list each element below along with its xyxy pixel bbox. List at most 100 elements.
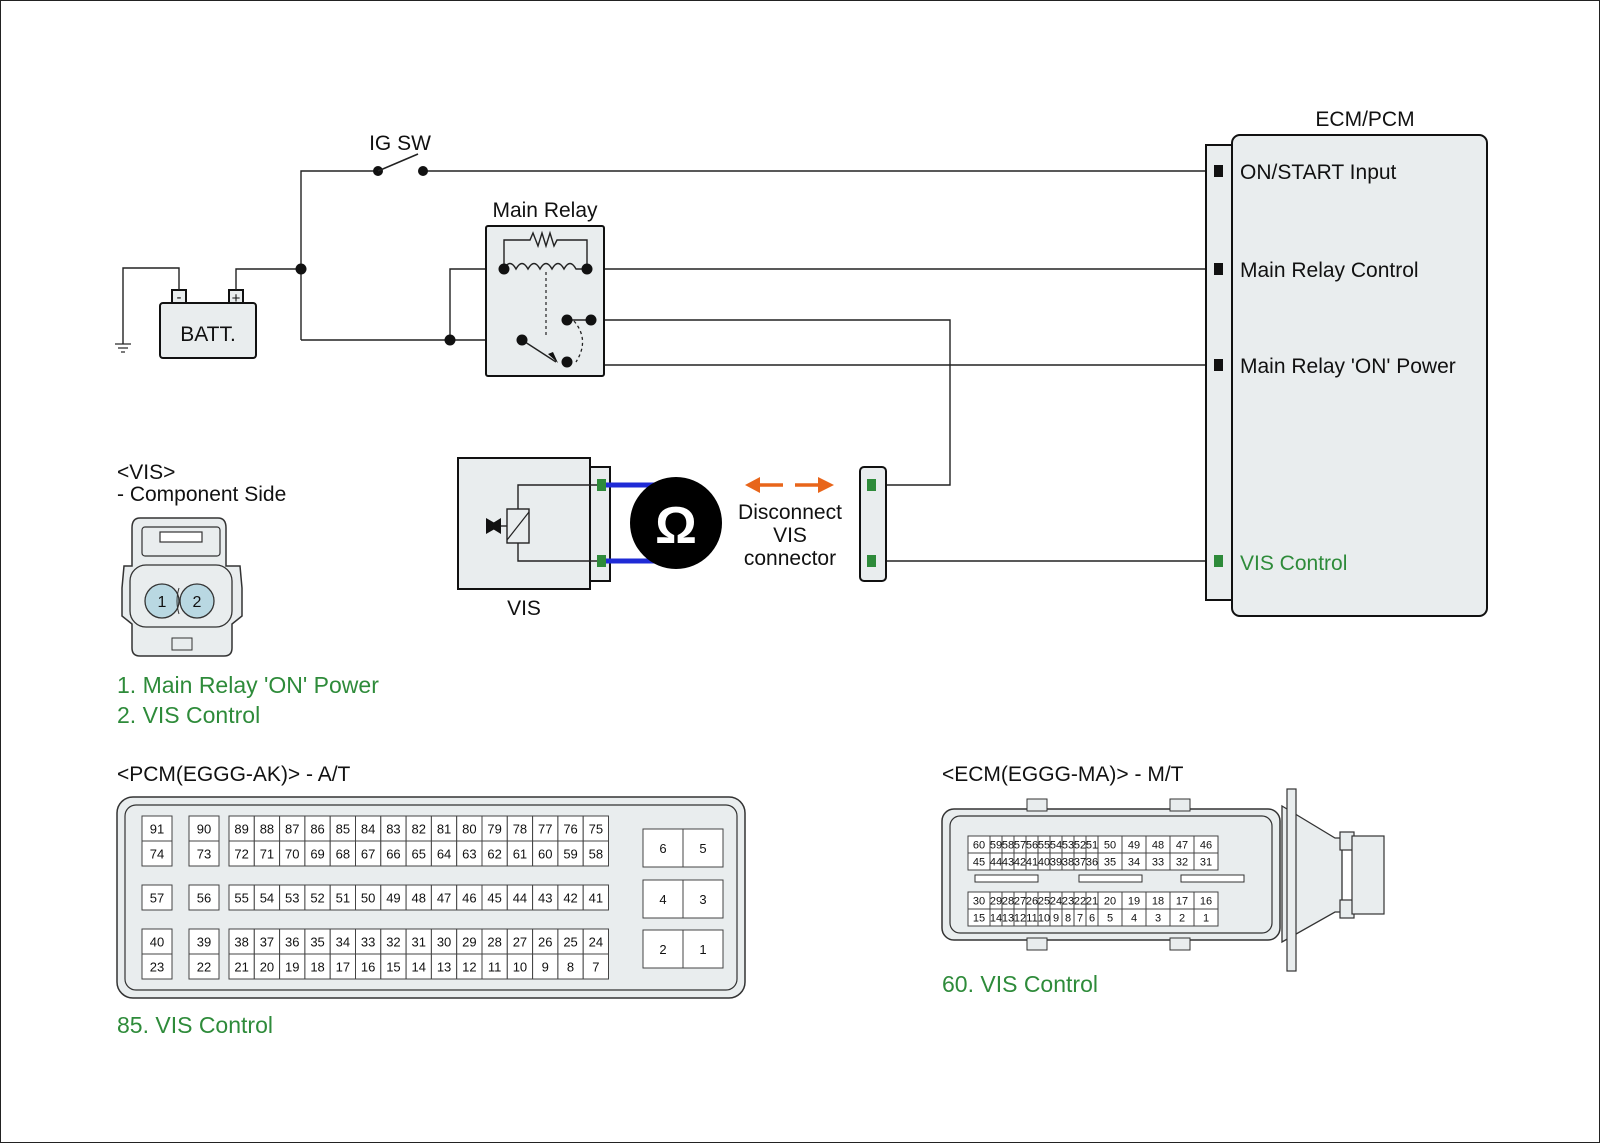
pcm-pin-9: 9 [542, 960, 549, 975]
pcm-pin-66: 66 [386, 847, 400, 862]
pcm-pin-86: 86 [310, 822, 324, 837]
pcm-pin-1: 1 [699, 942, 706, 957]
vis-connector-face: <VIS> - Component Side 1 2 [117, 461, 286, 657]
pcm-pin-69-cell [304, 840, 331, 867]
ecm-pin-32: 32 [1176, 857, 1188, 869]
ecm-pin-16: 16 [1200, 896, 1212, 908]
pcm-pin-29: 29 [462, 935, 476, 950]
ecm-pin-29: 29 [990, 896, 1002, 908]
ecm-pin-34: 34 [1128, 857, 1140, 869]
pcm-pin-18: 18 [310, 960, 324, 975]
ecm-pin-6: 6 [1089, 913, 1095, 925]
ecm-pin-5: 5 [1107, 913, 1113, 925]
ecm-pin-vis-control: VIS Control [1240, 552, 1347, 575]
pcm-pin-63: 63 [462, 847, 476, 862]
ohm-symbol: Ω [655, 497, 697, 555]
pcm-pin-64-cell [430, 840, 458, 867]
pcm-pin-21: 21 [234, 960, 248, 975]
ecm-pin-51: 51 [1086, 840, 1098, 852]
pcm-pin-48: 48 [412, 891, 426, 906]
ecm-pin-15: 15 [973, 913, 985, 925]
pcm-pin-18-cell [304, 953, 331, 980]
pcm-pin-31: 31 [412, 935, 426, 950]
pcm-pin-79: 79 [487, 822, 501, 837]
vis-legend-1: 1. Main Relay 'ON' Power [117, 672, 379, 698]
pcm-pin-85-cell [329, 815, 357, 842]
pcm-pin-23: 23 [150, 960, 164, 975]
ecm-pin-35: 35 [1104, 857, 1116, 869]
pcm-pin-60: 60 [538, 847, 552, 862]
pcm-pin-76: 76 [563, 822, 577, 837]
pcm-pin-20: 20 [260, 960, 274, 975]
pcm-connector-title: <PCM(EGGG-AK)> - A/T [117, 763, 351, 786]
pcm-pin-19: 19 [285, 960, 299, 975]
pcm-pin-91-cell [141, 815, 173, 842]
pcm-pin-77: 77 [538, 822, 552, 837]
ecm-pin-56: 56 [1026, 840, 1038, 852]
pcm-pin-7: 7 [592, 960, 599, 975]
pcm-pin-34: 34 [336, 935, 350, 950]
pcm-pin-49-cell [380, 884, 407, 911]
pcm-pin-74: 74 [150, 847, 164, 862]
ecm-pcm-title: ECM/PCM [1315, 108, 1414, 131]
ecm-pin-on-start: ON/START Input [1240, 161, 1397, 184]
pcm-pin-38: 38 [234, 935, 248, 950]
ecm-pcm-module: ECM/PCM ON/START Input Main Relay Contro… [1205, 108, 1488, 617]
pcm-pin-50: 50 [361, 891, 375, 906]
ecm-pin-9: 9 [1053, 913, 1059, 925]
pcm-pin-3-cell [682, 879, 724, 919]
pcm-pin-82-cell [405, 815, 432, 842]
main-relay-label: Main Relay [492, 199, 598, 222]
ecm-pin-47: 47 [1176, 840, 1188, 852]
ecm-pin-40: 40 [1038, 857, 1050, 869]
vis-label: VIS [507, 597, 541, 620]
pcm-pin-60-cell [532, 840, 559, 867]
pcm-pin-8: 8 [567, 960, 574, 975]
junction-dots [295, 263, 456, 346]
pcm-pin-73: 73 [197, 847, 211, 862]
ecm-pin-50: 50 [1104, 840, 1116, 852]
ecm-legend: 60. VIS Control [942, 971, 1098, 997]
pcm-pin-40: 40 [150, 935, 164, 950]
pcm-pin-24: 24 [589, 935, 603, 950]
pcm-pin-52-cell [304, 884, 331, 911]
pcm-pin-33: 33 [361, 935, 375, 950]
pcm-pin-46: 46 [462, 891, 476, 906]
pcm-legend: 85. VIS Control [117, 1012, 273, 1038]
pcm-pin-30: 30 [437, 935, 451, 950]
pcm-pin-48-cell [405, 884, 432, 911]
pcm-pin-53: 53 [285, 891, 299, 906]
disconnect-label-line-1: Disconnect [738, 501, 842, 524]
pcm-pin-26: 26 [538, 935, 552, 950]
ecm-pin-2: 2 [1179, 913, 1185, 925]
pcm-pin-78: 78 [513, 822, 527, 837]
pcm-pin-85: 85 [336, 822, 350, 837]
pcm-pin-5: 5 [699, 841, 706, 856]
pcm-pin-25: 25 [563, 935, 577, 950]
pcm-pin-62-cell [481, 840, 508, 867]
pcm-pin-37-cell [253, 928, 281, 955]
pcm-pin-57-cell [141, 884, 173, 911]
pcm-pin-81-cell [430, 815, 458, 842]
ecm-pin-1: 1 [1203, 913, 1209, 925]
ecm-pin-20: 20 [1104, 896, 1116, 908]
pcm-pin-88: 88 [260, 822, 274, 837]
vis-actuator: VIS [457, 457, 611, 620]
disconnect-label-line-2: VIS [773, 524, 807, 547]
pcm-pin-6: 6 [659, 841, 666, 856]
pcm-pin-65: 65 [412, 847, 426, 862]
pcm-pin-68-cell [329, 840, 357, 867]
pcm-pin-81: 81 [437, 822, 451, 837]
pcm-pin-28: 28 [487, 935, 501, 950]
pcm-pin-10: 10 [513, 960, 527, 975]
pcm-pin-45-cell [481, 884, 508, 911]
ecm-pin-41: 41 [1026, 857, 1038, 869]
ecm-pin-45: 45 [973, 857, 985, 869]
ecm-pin-main-relay-on-power: Main Relay 'ON' Power [1240, 355, 1456, 378]
ecm-pin-4: 4 [1131, 913, 1137, 925]
vis-pin-2: 2 [193, 594, 202, 611]
pcm-pin-88-cell [253, 815, 281, 842]
